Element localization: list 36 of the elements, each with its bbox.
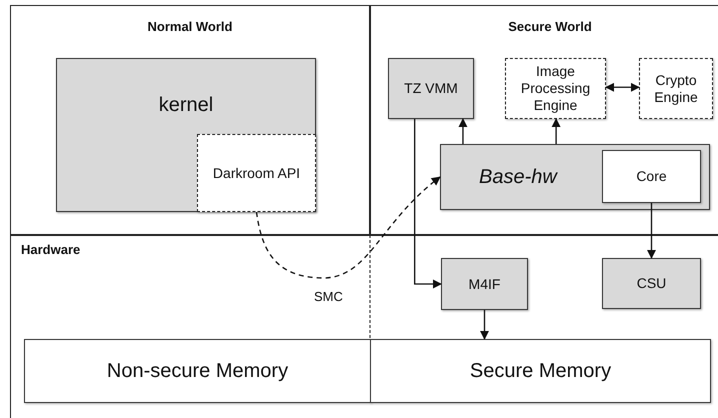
region-panel	[10, 5, 370, 235]
region-panel	[10, 235, 718, 418]
dashed-component-box	[197, 134, 316, 212]
component-box	[388, 58, 474, 119]
box-label: CSU	[636, 275, 666, 292]
box-label: kernel	[158, 93, 214, 117]
arrow	[646, 203, 656, 259]
region-heading: Hardware	[21, 242, 80, 258]
box-label: TZ VMM	[404, 80, 458, 97]
box-label: M4IF	[468, 276, 500, 292]
box-label: Secure Memory	[470, 359, 612, 383]
component-box	[24, 339, 371, 403]
arrow	[256, 176, 441, 279]
dashed-component-box	[505, 58, 606, 119]
component-box	[602, 258, 701, 309]
dashed-component-box	[639, 58, 713, 119]
component-box	[441, 258, 528, 310]
box-label: Non-secure Memory	[106, 359, 288, 383]
arrow	[552, 118, 561, 144]
region-heading: Secure World	[508, 19, 592, 35]
component-box	[370, 339, 711, 403]
box-label: Darkroom API	[212, 164, 300, 182]
component-box	[440, 144, 710, 210]
box-label: Base-hw	[479, 165, 557, 189]
arrow	[480, 310, 490, 340]
component-box	[602, 150, 701, 203]
region-panel	[370, 5, 718, 235]
arrow	[414, 119, 442, 289]
region-heading: Normal World	[148, 19, 232, 35]
edge-label: SMC	[312, 289, 345, 304]
component-box	[56, 58, 316, 212]
arrow	[605, 82, 640, 92]
box-label: Crypto Engine	[653, 72, 699, 106]
box-label: Core	[636, 168, 667, 185]
box-label: Image Processing Engine	[520, 63, 592, 114]
arrow	[458, 118, 468, 144]
